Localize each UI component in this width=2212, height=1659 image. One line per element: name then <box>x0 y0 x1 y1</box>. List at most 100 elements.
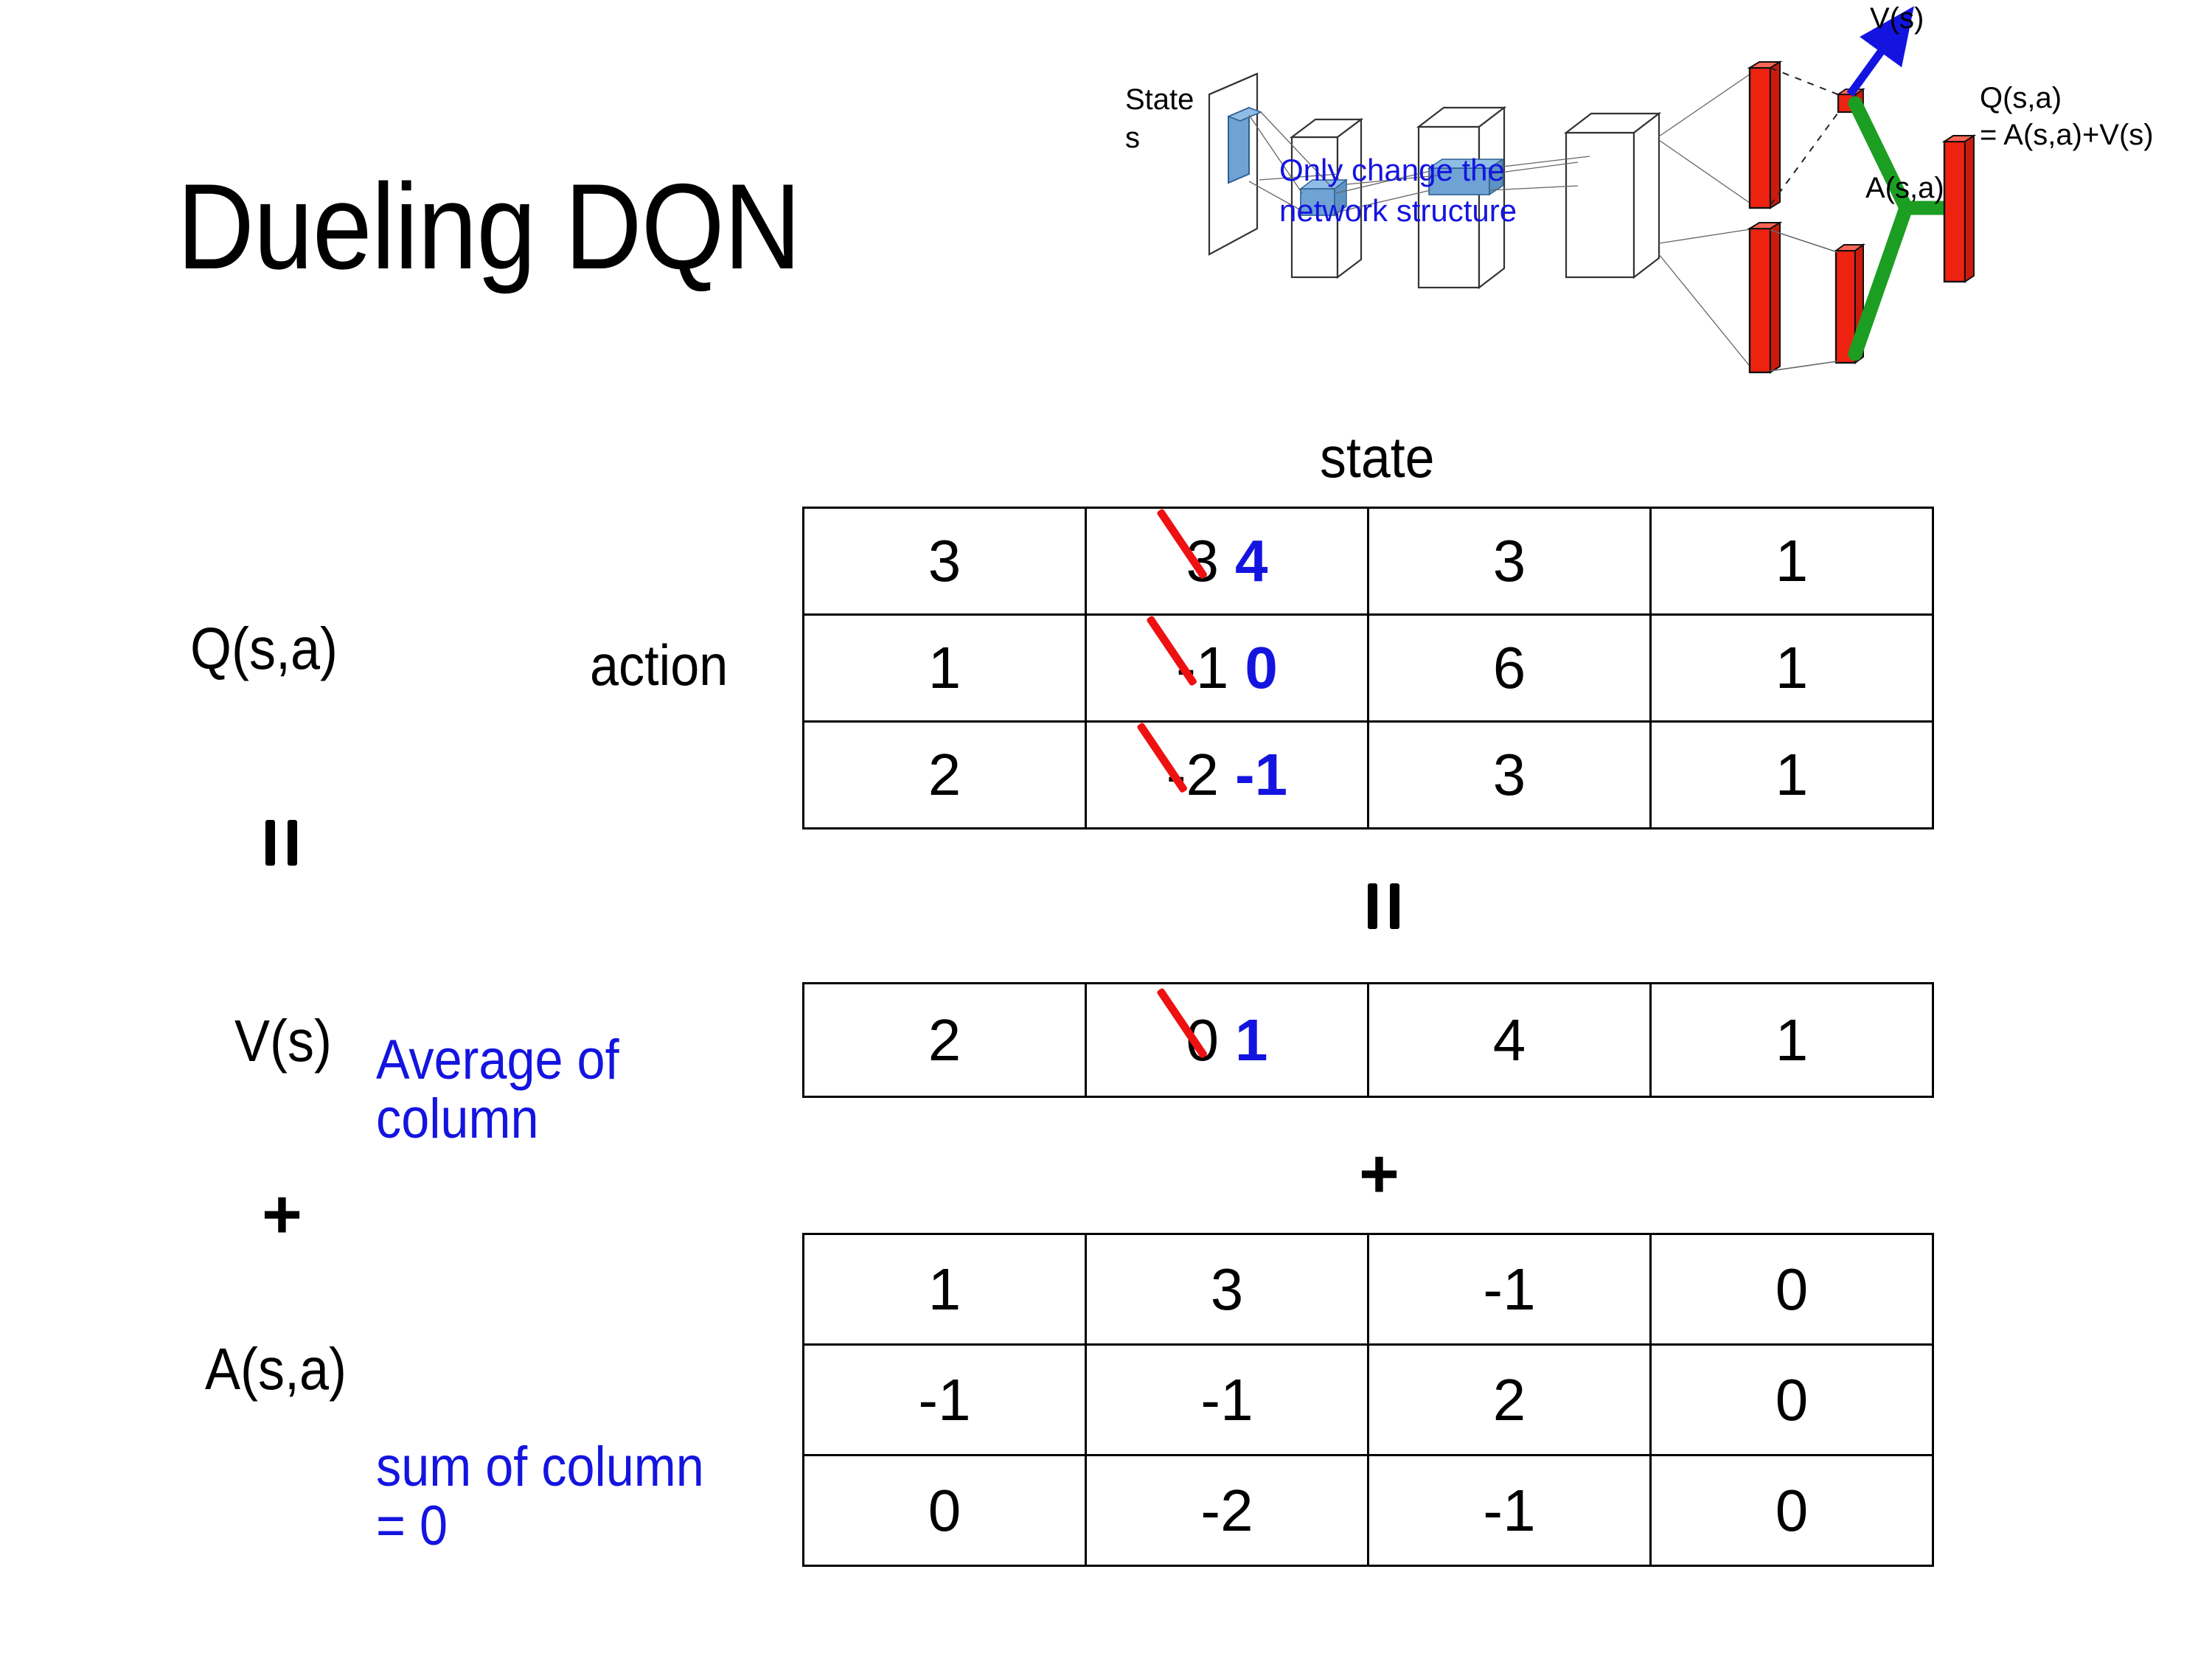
table-cell: -2-1 <box>1085 720 1369 830</box>
cell-content: 3 <box>1369 723 1649 827</box>
axis-label-action: action <box>590 633 728 698</box>
cell-value: 0 <box>1775 1256 1809 1322</box>
struck-out-value: 0 <box>1186 1006 1220 1073</box>
cell-content: 1 <box>1652 509 1932 613</box>
diagram-note-line1: Only change the <box>1279 153 1505 187</box>
table-cell: 1 <box>1649 982 1934 1098</box>
cell-value: 6 <box>1492 635 1526 700</box>
cell-value: 1 <box>1775 742 1809 807</box>
note-sum-of-column: sum of column = 0 <box>376 1436 704 1557</box>
table-cell: 1 <box>1649 613 1934 723</box>
cell-value: 2 <box>1492 1366 1526 1433</box>
cell-value: 1 <box>1775 1006 1809 1073</box>
table-cell: 3 <box>1367 720 1652 830</box>
conv-block-2-icon <box>1416 105 1507 290</box>
conv-patch-1-icon <box>1298 178 1349 217</box>
value-arrow-icon <box>1846 6 1914 97</box>
cell-value: 3 <box>1492 742 1526 807</box>
table-cell: 0 <box>1649 1343 1934 1456</box>
table-cell: 0 <box>802 1454 1087 1567</box>
table-cell: 3 <box>802 507 1087 616</box>
cell-content: 2 <box>804 723 1085 827</box>
table-cell: 4 <box>1367 982 1652 1098</box>
cell-content: -1 <box>1369 1456 1649 1565</box>
conv-block-3-icon <box>1563 111 1662 279</box>
cell-content: 2 <box>1369 1346 1649 1454</box>
cell-value: -1 <box>918 1366 971 1433</box>
table-cell: 2 <box>802 720 1087 830</box>
replacement-value: 0 <box>1245 635 1278 700</box>
replacement-value: -1 <box>1235 742 1288 807</box>
cell-value: 0 <box>928 1477 961 1543</box>
advantage-stream-bar-icon <box>1747 221 1783 374</box>
table-cell: -1 <box>1367 1233 1652 1346</box>
label-a-function: A(s,a) <box>205 1336 347 1402</box>
value-dashed-lines-icon <box>1770 67 1840 206</box>
cell-value: -1 <box>1200 1366 1253 1433</box>
table-cell: 2 <box>1367 1343 1652 1456</box>
cell-value: 3 <box>928 528 961 594</box>
label-q-function: Q(s,a) <box>190 616 338 681</box>
cell-content: 3 <box>1369 509 1649 613</box>
cell-content: 6 <box>1369 616 1649 720</box>
table-cell: 0 <box>1649 1454 1934 1567</box>
page-title: Dueling DQN <box>177 159 801 294</box>
cell-content: 1 <box>804 616 1085 720</box>
cell-value: 3 <box>1210 1256 1244 1322</box>
equals-sign-left <box>265 820 299 866</box>
cell-value: 0 <box>1775 1477 1809 1543</box>
cell-value: 4 <box>1492 1006 1526 1073</box>
cell-value: 0 <box>1775 1366 1809 1433</box>
value-stream-bar-icon <box>1747 60 1783 209</box>
cell-value: 1 <box>928 635 961 700</box>
table-row: -1 -1 2 0 <box>802 1343 1934 1456</box>
cell-value: 3 <box>1492 528 1526 594</box>
table-cell: -1 <box>1085 1343 1369 1456</box>
cell-content: 0 <box>804 1456 1085 1565</box>
table-cell: 6 <box>1367 613 1652 723</box>
table-cell: 1 <box>1649 720 1934 830</box>
cell-value: 2 <box>928 1006 961 1073</box>
table-cell: 2 <box>802 982 1087 1098</box>
table-cell: 1 <box>1649 507 1934 616</box>
axis-label-state: state <box>1320 425 1435 490</box>
diagram-q-label-line2: = A(s,a)+V(s) <box>1980 119 2154 151</box>
table-cell: -1 <box>802 1343 1087 1456</box>
table-cell: 3 <box>1367 507 1652 616</box>
struck-out-value: 3 <box>1186 528 1220 594</box>
cell-value: 2 <box>928 742 961 807</box>
cell-content: 3 <box>1087 1235 1367 1343</box>
table-row: 0 -2 -1 0 <box>802 1454 1934 1567</box>
diagram-q-label-line1: Q(s,a) <box>1980 82 2062 114</box>
conv-patch-2-icon <box>1427 158 1505 196</box>
cell-content: -2 <box>1087 1456 1367 1565</box>
equals-sign-middle <box>1368 883 1402 929</box>
cell-content: 4 <box>1369 984 1649 1096</box>
table-cell: 3 <box>1085 1233 1369 1346</box>
replacement-value: 4 <box>1235 528 1268 594</box>
cell-content: -2-1 <box>1087 723 1367 827</box>
replacement-value: 1 <box>1235 1006 1268 1073</box>
note-average-of-column: Average of column <box>376 1029 619 1150</box>
cell-value: -1 <box>1483 1256 1536 1322</box>
cell-content: -1 <box>1369 1235 1649 1343</box>
cell-content: -1 <box>1087 1346 1367 1454</box>
diagram-note-line2: network structure <box>1279 193 1517 228</box>
cell-value: -1 <box>1483 1477 1536 1543</box>
dueling-network-diagram: State s V(s) A(s,a) Q(s,a) = A(s,a)+V(s)… <box>1091 0 2183 413</box>
cell-value: 1 <box>1775 635 1809 700</box>
table-cell: -1 <box>1367 1454 1652 1567</box>
